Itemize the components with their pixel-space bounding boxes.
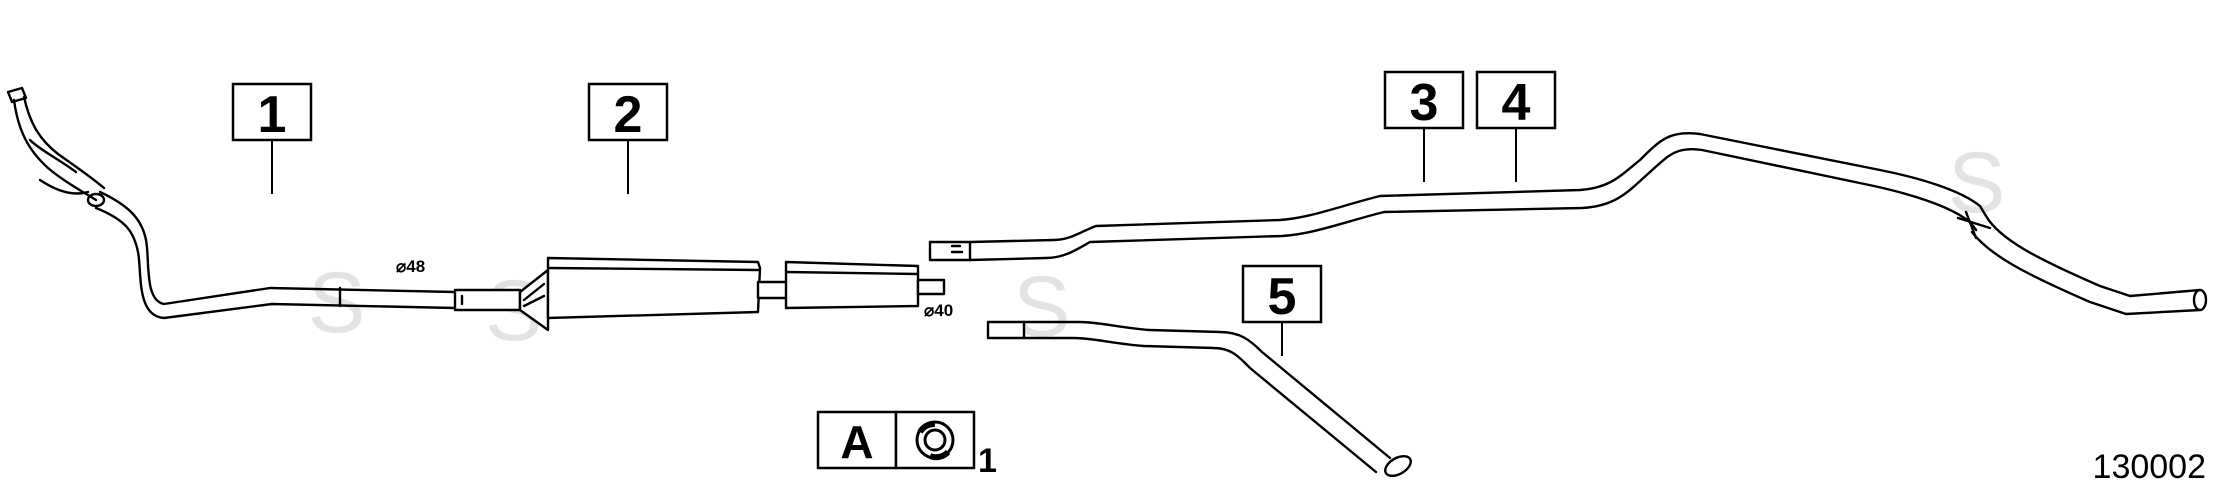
callout-1: 1 — [231, 82, 313, 194]
tailpipe-end — [2192, 288, 2208, 312]
watermark-3: S — [1013, 259, 1070, 355]
callout-2: 2 — [587, 82, 669, 194]
front-pipe-flange — [6, 86, 28, 104]
callout-label-1: 1 — [258, 86, 287, 144]
front-pipe — [6, 86, 522, 320]
outlet-diameter-label: ⌀40 — [924, 301, 953, 320]
callout-4: 4 — [1475, 70, 1557, 182]
watermark-1: S — [308, 255, 365, 351]
front-pipe-run — [98, 190, 457, 306]
callout-label-5: 5 — [1268, 268, 1297, 326]
tail-pipe-end — [1384, 454, 1412, 478]
legend-count: 1 — [978, 442, 997, 480]
rear-pipe — [928, 131, 2208, 316]
intermediate-box — [784, 260, 920, 310]
tail-pipe — [986, 320, 1412, 478]
callout-3: 3 — [1383, 70, 1465, 182]
reference-number: 130002 — [2093, 448, 2206, 486]
front-pipe-joint — [86, 192, 106, 208]
callout-5: 5 — [1241, 264, 1323, 356]
tail-pipe-run — [1022, 320, 1392, 460]
legend-clamp: A 1 — [816, 410, 997, 480]
callout-label-2: 2 — [614, 86, 643, 144]
callout-label-4: 4 — [1502, 74, 1531, 132]
inlet-diameter-label: ⌀48 — [396, 257, 425, 276]
silencer-body — [546, 256, 762, 320]
legend-letter: A — [840, 416, 873, 468]
watermarks: S S S S — [308, 135, 2005, 359]
watermark-4: S — [1948, 135, 2005, 231]
callout-label-3: 3 — [1410, 74, 1439, 132]
rear-pipe-run — [968, 131, 1988, 244]
clamp-ring-icon — [915, 420, 955, 461]
front-silencer — [518, 256, 946, 332]
front-pipe-upper-bend — [12, 98, 98, 202]
